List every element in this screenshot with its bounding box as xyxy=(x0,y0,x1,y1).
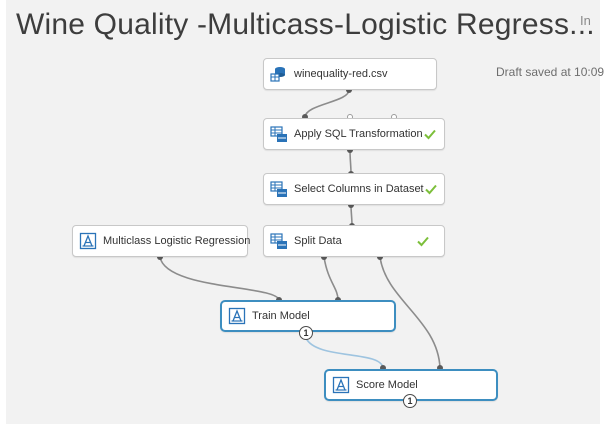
node-label: Select Columns in Dataset xyxy=(294,183,424,195)
model-module-icon xyxy=(228,307,246,325)
dataset-icon xyxy=(270,67,285,82)
edge-split-to-score xyxy=(379,256,441,369)
completed-check-icon xyxy=(424,184,437,195)
node-winequality-dataset[interactable]: winequality-red.csv xyxy=(263,58,437,90)
transform-module-icon xyxy=(270,126,287,142)
completed-check-icon xyxy=(417,236,429,247)
edge-dataset-to-sql xyxy=(304,89,350,118)
transform-module-icon xyxy=(270,181,287,197)
experiment-title[interactable]: Wine Quality -Multicass-Logistic Regress… xyxy=(16,8,595,41)
node-label: Multiclass Logistic Regression xyxy=(103,235,251,247)
draft-saved-status: Draft saved at 10:09 xyxy=(496,65,604,79)
edge-select-to-split xyxy=(350,204,353,227)
node-label: Score Model xyxy=(356,379,418,391)
model-module-icon xyxy=(79,232,97,250)
node-select-columns-in-dataset[interactable]: Select Columns in Dataset xyxy=(263,173,445,205)
model-module-icon xyxy=(332,376,350,394)
experiment-status-label: In xyxy=(580,13,591,28)
transform-module-icon xyxy=(270,233,287,249)
train-model-output-badge[interactable]: 1 xyxy=(299,326,313,340)
edge-train-to-score xyxy=(305,337,384,369)
node-label: Train Model xyxy=(252,310,310,322)
node-label: winequality-red.csv xyxy=(294,68,388,80)
score-model-output-badge[interactable]: 1 xyxy=(403,394,417,408)
edge-sql-to-select xyxy=(349,149,352,175)
node-label: Split Data xyxy=(294,235,342,247)
node-split-data[interactable]: Split Data xyxy=(263,225,445,257)
node-label: Apply SQL Transformation xyxy=(294,128,423,140)
node-apply-sql-transformation[interactable]: Apply SQL Transformation xyxy=(263,118,445,150)
completed-check-icon xyxy=(423,129,436,140)
experiment-canvas[interactable]: Wine Quality -Multicass-Logistic Regress… xyxy=(6,0,604,424)
node-multiclass-logistic-regression[interactable]: Multiclass Logistic Regression xyxy=(72,225,251,257)
edge-split-to-train xyxy=(323,256,339,301)
edge-lr-to-train xyxy=(159,256,280,301)
